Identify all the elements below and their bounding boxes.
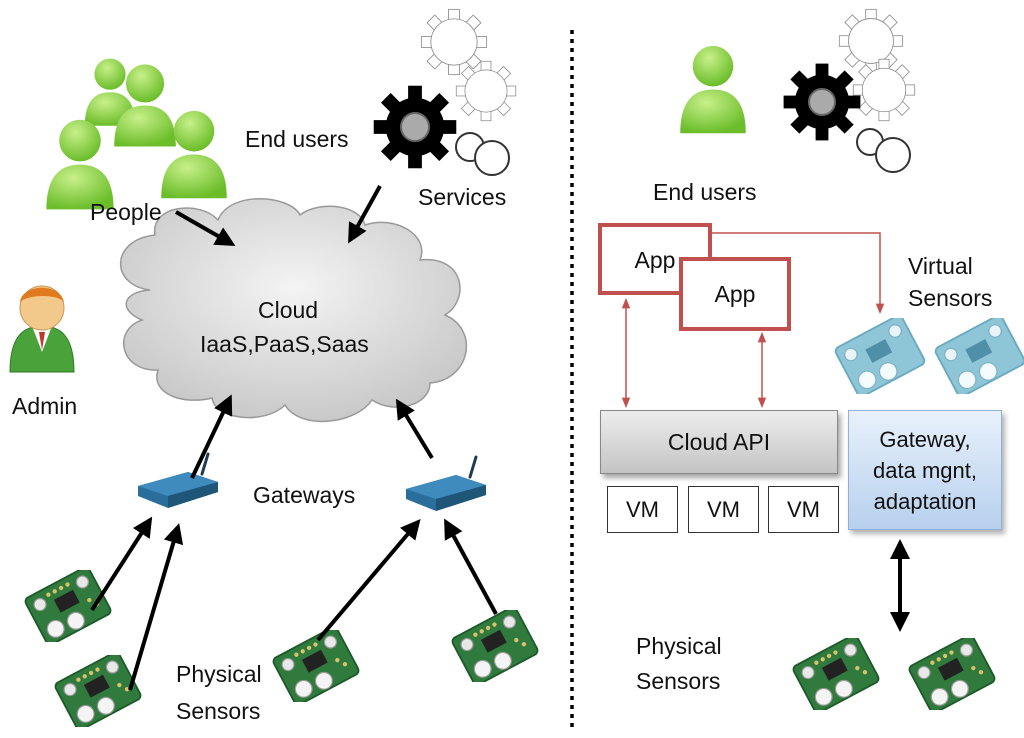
- sensor-board-icon: [906, 638, 998, 710]
- physical-sensors-right-line1: Physical: [636, 633, 722, 659]
- outline-gears-icon: [838, 8, 916, 173]
- cloud-services-label: IaaS,PaaS,Saas: [200, 331, 369, 357]
- vm-box: VM: [607, 486, 678, 533]
- admin-label: Admin: [12, 393, 78, 419]
- physical-sensors-right-line2: Sensors: [636, 668, 721, 694]
- app-label: App: [714, 280, 756, 307]
- gateways-label: Gateways: [253, 482, 356, 508]
- app-box: App: [679, 257, 791, 331]
- virtual-sensor-icon: [833, 318, 927, 394]
- sensor-board-icon: [22, 570, 114, 642]
- people-icon: [46, 58, 227, 210]
- vm-box: VM: [768, 486, 839, 533]
- router-icon: [404, 455, 488, 513]
- vm-label: VM: [626, 496, 659, 522]
- gear-icon: [373, 85, 457, 169]
- virtual-sensor-icon: [933, 318, 1024, 394]
- physical-sensors-label-line2: Sensors: [176, 698, 261, 724]
- app-label: App: [634, 247, 676, 273]
- app-arrows: [621, 232, 885, 409]
- router-icon: [136, 452, 220, 510]
- sensor-board-icon: [449, 610, 541, 682]
- gateway-label-line2: data mgnt,: [873, 457, 977, 483]
- vm-label: VM: [707, 496, 740, 522]
- virtual-sensors-label-line1: Virtual: [908, 253, 973, 279]
- gateway-label-line3: adaptation: [873, 488, 977, 514]
- outline-gears-icon: [420, 8, 517, 176]
- people-label: People: [90, 199, 162, 225]
- gateway-label-line1: Gateway,: [879, 426, 971, 452]
- gateway-box: Gateway, data mgnt, adaptation: [848, 410, 1002, 530]
- sensor-board-icon: [270, 630, 362, 702]
- physical-sensors-label-line1: Physical: [176, 661, 262, 687]
- cloud-label: Cloud: [258, 297, 319, 323]
- admin-icon: [9, 285, 75, 373]
- left-arrows: [90, 185, 498, 691]
- end-users-label-right: End users: [653, 179, 757, 205]
- cloud-api-label: Cloud API: [667, 428, 771, 455]
- vm-label: VM: [787, 496, 820, 522]
- end-users-label: End users: [245, 126, 349, 152]
- vm-box: VM: [688, 486, 759, 533]
- sensor-board-icon: [52, 655, 144, 727]
- virtual-sensors-label-line2: Sensors: [908, 285, 993, 311]
- end-user-person-icon: [680, 45, 746, 134]
- services-label: Services: [418, 184, 507, 210]
- gear-icon: [783, 63, 861, 141]
- sensor-board-icon: [790, 638, 882, 710]
- cloud-api-box: Cloud API: [600, 410, 838, 474]
- cloud-shape: [119, 198, 468, 423]
